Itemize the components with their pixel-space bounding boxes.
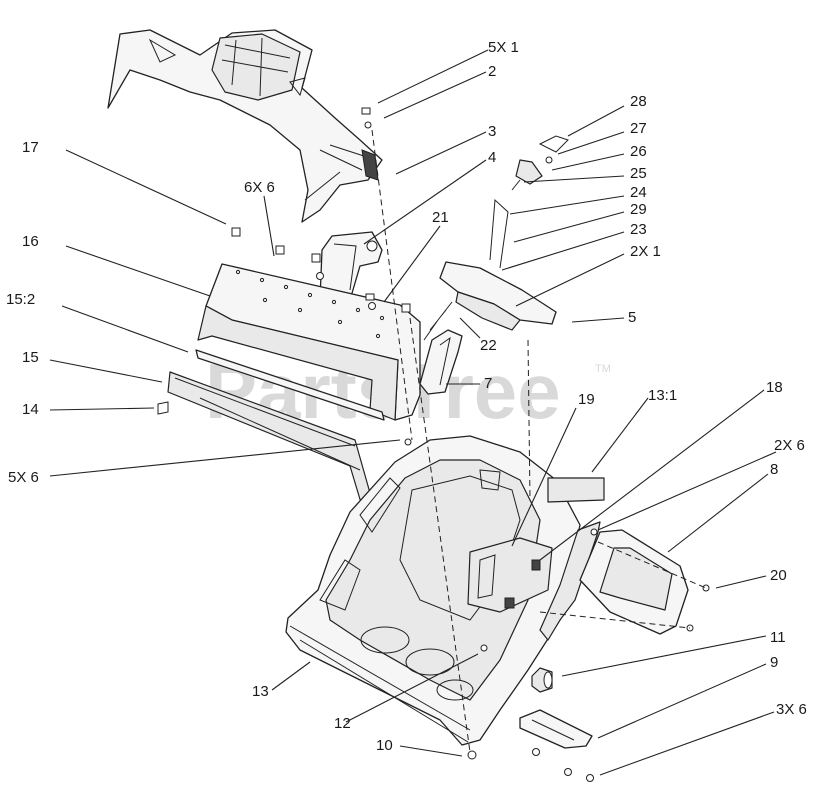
cover-part-8[interactable] xyxy=(579,529,689,635)
control-assembly-part-5[interactable] xyxy=(423,135,569,341)
assembly-lines xyxy=(371,129,707,753)
callout-15-2: 15:2 xyxy=(6,291,35,308)
callout-20: 20 xyxy=(770,567,787,584)
callout-25: 25 xyxy=(630,165,647,182)
callout-3x6: 3X 6 xyxy=(776,701,807,718)
callout-2x1: 2X 1 xyxy=(630,243,661,260)
knob-part-11[interactable] xyxy=(531,667,553,693)
callout-12: 12 xyxy=(334,715,351,732)
callout-17: 17 xyxy=(22,139,39,156)
callout-2: 2 xyxy=(488,63,496,80)
callout-27: 27 xyxy=(630,120,647,137)
callout-23: 23 xyxy=(630,221,647,238)
callout-19: 19 xyxy=(578,391,595,408)
callout-24: 24 xyxy=(630,184,647,201)
callout-26: 26 xyxy=(630,143,647,160)
callout-14: 14 xyxy=(22,401,39,418)
callout-5x6: 5X 6 xyxy=(8,469,39,486)
callout-5x1: 5X 1 xyxy=(488,39,519,56)
callout-3: 3 xyxy=(488,123,496,140)
callout-21: 21 xyxy=(432,209,449,226)
callout-labels: 5X 1 2 28 3 27 17 26 4 25 6X 6 24 29 21 … xyxy=(6,39,807,754)
callout-18: 18 xyxy=(766,379,783,396)
callout-28: 28 xyxy=(630,93,647,110)
callout-4: 4 xyxy=(488,149,496,166)
panel-part-19[interactable] xyxy=(467,537,553,613)
callout-13: 13 xyxy=(252,683,269,700)
callout-8: 8 xyxy=(770,461,778,478)
callout-29: 29 xyxy=(630,201,647,218)
callout-7: 7 xyxy=(484,375,492,392)
main-housing-part-13[interactable] xyxy=(285,435,605,746)
callout-6x6: 6X 6 xyxy=(244,179,275,196)
callout-10: 10 xyxy=(376,737,393,754)
handle-part-9[interactable] xyxy=(519,709,593,749)
callout-9: 9 xyxy=(770,654,778,671)
fasteners xyxy=(157,107,710,782)
callout-22: 22 xyxy=(480,337,497,354)
callout-5: 5 xyxy=(628,309,636,326)
callout-15: 15 xyxy=(22,349,39,366)
watermark-tm: TM xyxy=(595,363,611,375)
chute-housing-part[interactable] xyxy=(107,29,383,223)
callout-2x6: 2X 6 xyxy=(774,437,805,454)
leader-lines xyxy=(49,49,777,776)
support-part-7[interactable] xyxy=(419,329,463,395)
callout-16: 16 xyxy=(22,233,39,250)
callout-13-1: 13:1 xyxy=(648,387,677,404)
callout-11: 11 xyxy=(770,629,786,646)
